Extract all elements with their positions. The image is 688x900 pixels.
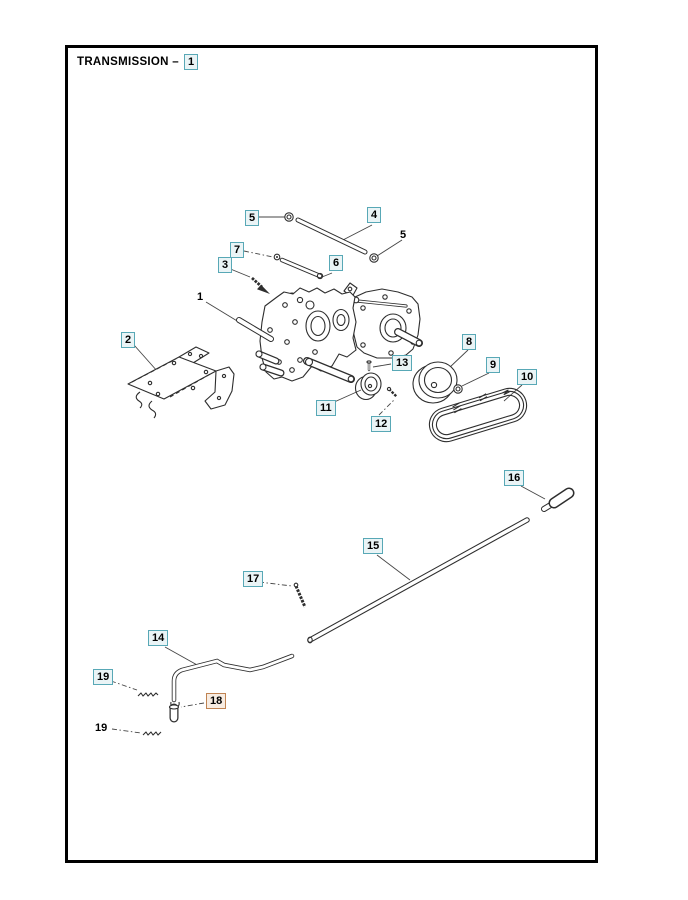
- part-callout-16[interactable]: 16: [504, 470, 525, 486]
- transmission-body-part1: [236, 282, 423, 383]
- pulley-part8: [412, 361, 458, 404]
- part-callout-19[interactable]: 19: [93, 669, 114, 685]
- long-rod-part15: [307, 517, 530, 644]
- part-number-text-19: 19: [95, 722, 108, 734]
- rod-part6: [279, 257, 324, 280]
- part-callout-3[interactable]: 3: [218, 257, 233, 273]
- part-callout-8[interactable]: 8: [462, 334, 477, 350]
- nut-part5-right: [369, 253, 379, 263]
- part-callout-13[interactable]: 13: [392, 355, 413, 371]
- part-callout-18[interactable]: 18: [206, 693, 227, 709]
- idler-pulley-part11: [354, 372, 382, 401]
- part-callout-14[interactable]: 14: [148, 630, 169, 646]
- part-callout-2[interactable]: 2: [121, 332, 136, 348]
- nut-part9: [453, 384, 463, 394]
- screw-part12: [386, 386, 398, 398]
- part-callout-17[interactable]: 17: [243, 571, 264, 587]
- v-belt-part10: [428, 387, 528, 443]
- part-callout-12[interactable]: 12: [371, 416, 392, 432]
- diagram-frame: [65, 45, 598, 863]
- rod-part4: [295, 217, 368, 255]
- part-callout-4[interactable]: 4: [367, 207, 382, 223]
- sleeve-part16: [541, 487, 575, 512]
- part-number-text-1: 1: [197, 291, 204, 303]
- part-callout-10[interactable]: 10: [517, 369, 538, 385]
- spring-part19-bottom: [142, 731, 162, 736]
- nut-part5-top: [284, 212, 294, 222]
- diagram-title-text: TRANSMISSION –: [77, 56, 179, 68]
- part-callout-11[interactable]: 11: [316, 400, 336, 416]
- screw-part3: [251, 276, 270, 294]
- screw-part7: [273, 253, 281, 261]
- diagram-title: TRANSMISSION – 1: [77, 54, 199, 70]
- part-number-text-5: 5: [400, 229, 407, 241]
- mounting-plate-part2: [127, 346, 235, 419]
- pin-part13: [366, 360, 372, 372]
- part-callout-6[interactable]: 6: [329, 255, 344, 271]
- pin-part17: [293, 582, 307, 608]
- bushing-part18: [168, 703, 180, 723]
- diagram-ref-badge[interactable]: 1: [183, 54, 199, 70]
- part-callout-9[interactable]: 9: [486, 357, 501, 373]
- part-callout-7[interactable]: 7: [230, 242, 245, 258]
- leader-lines: [110, 216, 546, 734]
- part-callout-5[interactable]: 5: [245, 210, 260, 226]
- control-rod-part14: [170, 653, 295, 708]
- part-callout-15[interactable]: 15: [363, 538, 384, 554]
- spring-part19-top: [137, 692, 159, 697]
